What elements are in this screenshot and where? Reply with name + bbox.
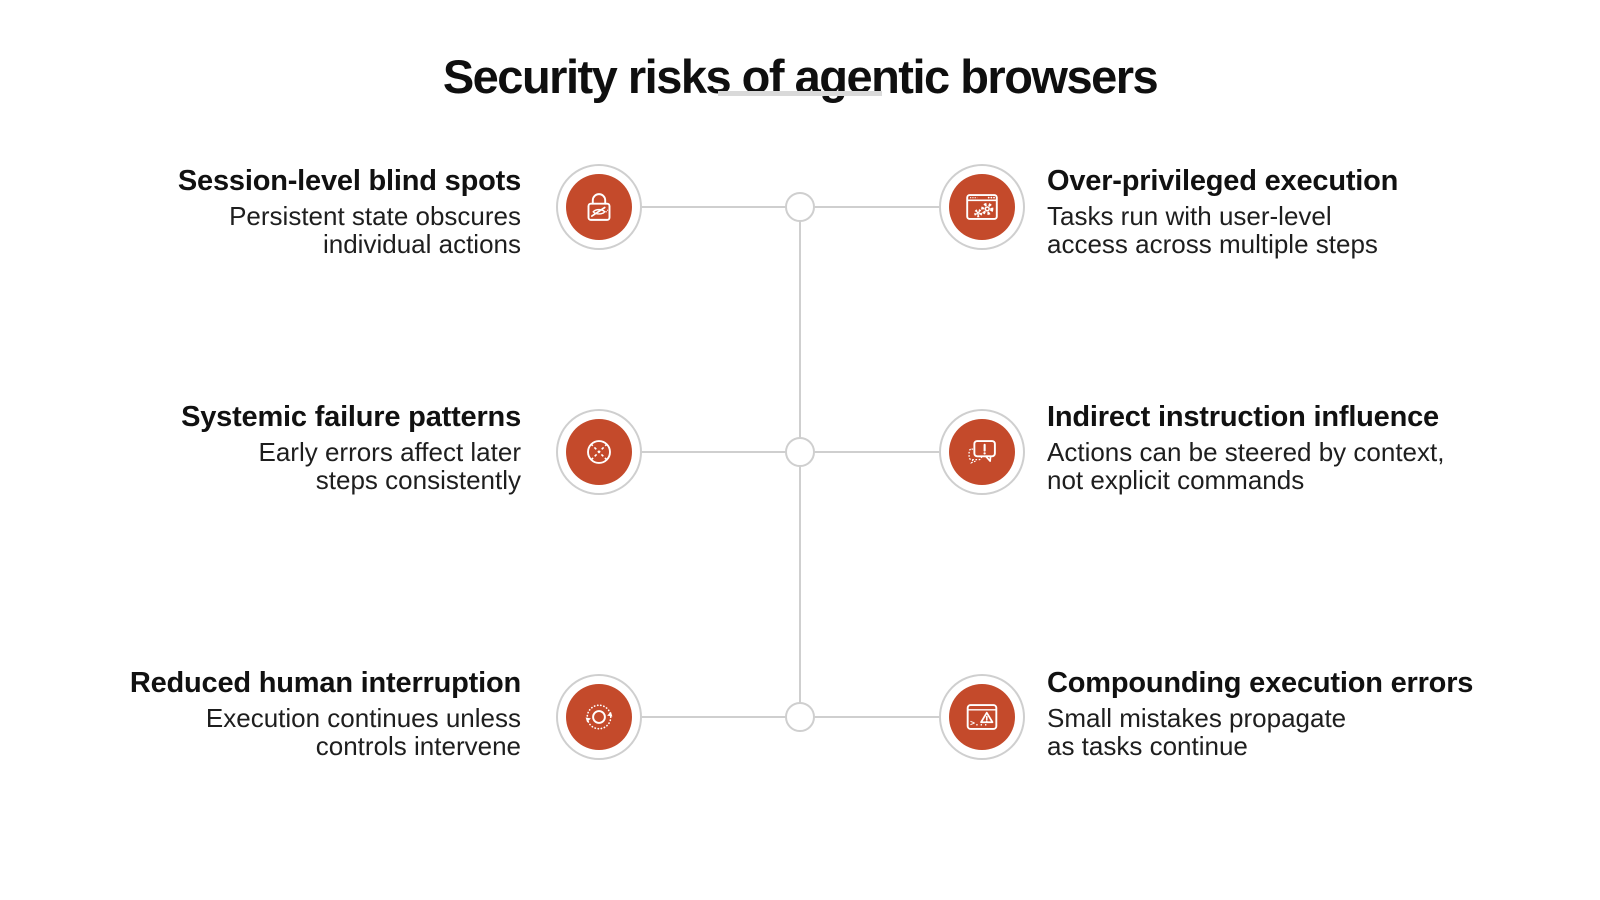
badge-compounding-errors: >... [939,674,1025,760]
item-indirect-influence: Indirect instruction influence Actions c… [1047,400,1527,494]
desc-line: controls intervene [315,731,521,761]
item-description: Actions can be steered by context, not e… [1047,438,1527,494]
badge-systemic-failure [556,409,642,495]
desc-line: Actions can be steered by context, [1047,437,1445,467]
terminal-error-icon: >... [966,704,998,730]
title-underline [718,91,882,96]
item-heading: Session-level blind spots [177,165,521,197]
item-heading: Reduced human interruption [129,667,521,699]
page-title: Security risks of agentic browsers [442,50,1159,104]
lock-hidden-eye-icon [587,193,611,221]
desc-line: as tasks continue [1047,731,1248,761]
item-heading: Compounding execution errors [1047,667,1474,699]
badge-session-blind-spots [556,164,642,250]
item-description: Early errors affect later steps consiste… [41,438,521,494]
item-systemic-failure: Systemic failure patterns Early errors a… [41,400,521,494]
item-description: Small mistakes propagate as tasks contin… [1047,704,1527,760]
desc-line: Tasks run with user-level [1047,201,1332,231]
item-heading: Over-privileged execution [1047,165,1399,197]
item-compounding-errors: Compounding execution errors Small mista… [1047,666,1527,760]
item-reduced-interruption: Reduced human interruption Execution con… [41,666,521,760]
desc-line: individual actions [322,229,521,259]
desc-line: access across multiple steps [1047,229,1378,259]
item-description: Execution continues unless controls inte… [41,704,521,760]
item-session-blind-spots: Session-level blind spots Persistent sta… [41,164,521,258]
desc-line: Persistent state obscures [229,201,521,231]
item-description: Persistent state obscures individual act… [41,202,521,258]
circle-x-icon [587,440,611,464]
item-heading: Indirect instruction influence [1047,401,1439,433]
desc-line: Small mistakes propagate [1047,703,1347,733]
connector-node [785,437,815,467]
desc-line: not explicit commands [1047,465,1305,495]
item-description: Tasks run with user-level access across … [1047,202,1527,258]
badge-over-privileged [939,164,1025,250]
chat-warning-icon [968,440,996,464]
badge-indirect-influence [939,409,1025,495]
svg-text:>...: >... [970,718,988,728]
desc-line: Early errors affect later [258,437,521,467]
connector-node [785,702,815,732]
desc-line: steps consistently [315,465,521,495]
browser-gears-icon [966,194,998,220]
item-over-privileged: Over-privileged execution Tasks run with… [1047,164,1527,258]
item-heading: Systemic failure patterns [181,401,521,433]
badge-reduced-interruption [556,674,642,760]
connector-node [785,192,815,222]
desc-line: Execution continues unless [205,703,521,733]
refresh-cycle-icon [585,704,613,730]
